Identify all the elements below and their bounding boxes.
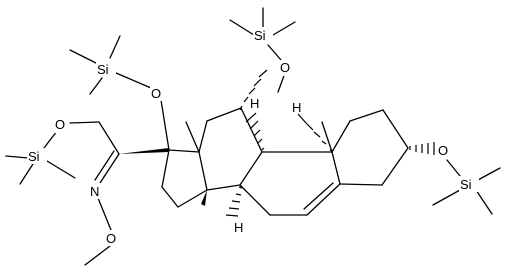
atom-o-right: O xyxy=(438,143,448,158)
bond-ch2-c20 xyxy=(98,121,120,155)
atom-si-right: Si xyxy=(460,177,472,192)
wedge-c14-h xyxy=(201,190,207,206)
bond-si-ul-methyl-2 xyxy=(109,35,121,59)
bond-c17-c13 xyxy=(168,149,200,153)
bond-o-right-si xyxy=(446,159,461,177)
bond-c20-n-1 xyxy=(99,153,120,184)
bond-c10-c5 xyxy=(331,151,341,185)
bond-o-top-c11 xyxy=(277,72,286,93)
atom-h-upper: H xyxy=(250,96,259,111)
atom-o-methoxy: O xyxy=(106,231,116,246)
bond-si-top-methyl-1 xyxy=(229,19,255,36)
hash-c3-o xyxy=(409,142,435,155)
bond-c9-c8 xyxy=(239,151,263,186)
bond-c13-methyl xyxy=(185,121,200,153)
bond-c15-c16 xyxy=(161,186,179,208)
bonds xyxy=(5,7,501,266)
atom-n-oxime: N xyxy=(90,184,99,199)
bond-c14-c15 xyxy=(177,189,208,208)
bond-si-top-o xyxy=(267,44,282,61)
bond-c2-c3 xyxy=(382,109,409,149)
bond-si-ul-o xyxy=(115,72,152,89)
bond-si-right-methyl-3 xyxy=(477,167,501,181)
wedge-c17-c20 xyxy=(119,148,169,154)
bond-c5-c6-double xyxy=(303,182,334,210)
bond-si-ul-methyl-3 xyxy=(89,77,103,95)
bond-c1-c2 xyxy=(349,109,384,122)
bond-c8-c14 xyxy=(206,184,241,191)
bond-si-left-methyl-3 xyxy=(46,160,76,179)
bond-si-left-methyl-2 xyxy=(19,163,34,185)
bond-c13-c14 xyxy=(198,151,208,191)
hash-c10-h xyxy=(297,113,334,152)
atom-labels: Si O Si O Si O N O Si O H H H xyxy=(27,27,479,246)
bond-si-top-methyl-3 xyxy=(272,21,296,36)
hash-c9-h xyxy=(245,112,265,151)
atom-h-bottom: H xyxy=(234,220,243,235)
atom-h-lower: H xyxy=(292,100,301,115)
bond-o-left-ch2 xyxy=(69,121,100,124)
bond-si-right-methyl-1 xyxy=(432,189,461,206)
bond-c10-methyl xyxy=(321,121,333,153)
bond-c16-c17 xyxy=(161,149,170,188)
bond-si-left-o xyxy=(43,130,58,149)
atom-si-top: Si xyxy=(254,28,266,43)
hash-c8-h xyxy=(225,186,243,217)
bond-c11-c9 xyxy=(240,107,263,153)
bond-si-ul-methyl-1 xyxy=(69,49,99,65)
bond-c3-c4 xyxy=(381,147,409,186)
bond-c10-c1 xyxy=(331,120,351,153)
bond-c13-c12 xyxy=(198,120,208,153)
bond-o-ul-c17 xyxy=(160,99,170,151)
atom-si-upper-left: Si xyxy=(97,62,109,77)
bond-o-methyl xyxy=(84,245,111,266)
bond-si-right-methyl-2 xyxy=(475,189,493,215)
bond-c20-n-2 xyxy=(94,150,115,181)
stereo-bonds xyxy=(119,69,435,217)
atom-o-left: O xyxy=(55,117,65,132)
bond-c7-c8 xyxy=(239,184,271,216)
atom-o-upper-left: O xyxy=(151,86,161,101)
bond-c12-c11 xyxy=(206,107,242,122)
bond-si-left-methyl-1 xyxy=(5,155,29,159)
bond-n-o-methoxy xyxy=(97,197,112,231)
atom-o-top: O xyxy=(280,60,290,75)
hash-c11-o xyxy=(239,69,268,111)
atom-si-left: Si xyxy=(28,149,40,164)
bond-c4-c5 xyxy=(339,183,383,186)
bond-c5-c6 xyxy=(306,183,341,216)
